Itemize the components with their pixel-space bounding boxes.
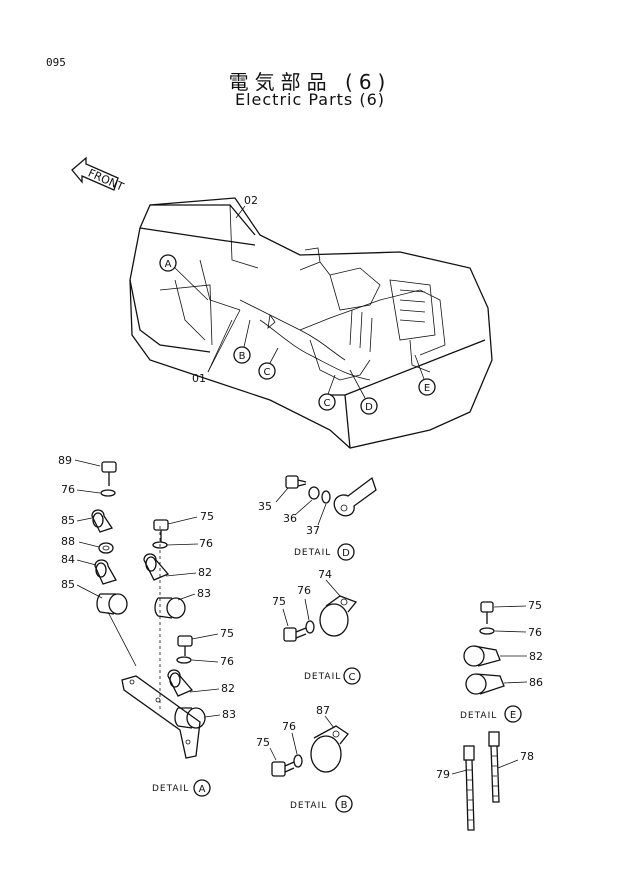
detail-b-caption: DETAIL B: [290, 795, 353, 813]
svg-text:DETAIL: DETAIL: [304, 672, 341, 682]
svg-text:E: E: [510, 710, 516, 721]
label-37: 37: [306, 524, 320, 537]
label-76e: 76: [282, 720, 296, 733]
svg-text:A: A: [199, 784, 206, 795]
detail-a-assembly: [74, 459, 221, 759]
label-36: 36: [283, 512, 297, 525]
label-76f: 76: [528, 626, 542, 639]
page-number: 095: [46, 56, 66, 69]
label-79: 79: [436, 768, 450, 781]
detail-a-caption: DETAIL A: [152, 779, 211, 797]
label-74: 74: [318, 568, 332, 581]
callout-b: B: [233, 319, 251, 364]
detail-d-assembly: [275, 475, 377, 526]
callout-d: D: [349, 369, 378, 415]
label-88: 88: [61, 535, 75, 548]
title-japanese: 電気部品 (6): [228, 70, 392, 94]
callout-a: A: [159, 254, 209, 301]
label-35: 35: [258, 500, 272, 513]
svg-text:B: B: [239, 351, 246, 362]
label-76b: 76: [199, 537, 213, 550]
label-75a: 75: [200, 510, 214, 523]
svg-text:DETAIL: DETAIL: [460, 711, 497, 721]
label-75b: 75: [220, 627, 234, 640]
callout-c2: C: [318, 374, 336, 411]
label-75e: 75: [528, 599, 542, 612]
label-75c: 75: [272, 595, 286, 608]
front-label: FRONT: [86, 166, 126, 193]
label-76d: 76: [297, 584, 311, 597]
label-84: 84: [61, 553, 75, 566]
label-85b: 85: [61, 578, 75, 591]
label-76a: 76: [61, 483, 75, 496]
svg-text:C: C: [264, 367, 271, 378]
label-83a: 83: [197, 587, 211, 600]
svg-text:E: E: [424, 383, 430, 394]
label-87: 87: [316, 704, 330, 717]
callout-e: E: [414, 354, 436, 396]
label-02: 02: [244, 194, 258, 207]
svg-text:B: B: [341, 800, 348, 811]
svg-text:DETAIL: DETAIL: [152, 784, 189, 794]
detail-c-caption: DETAIL C: [304, 667, 361, 685]
callout-c1: C: [258, 347, 279, 380]
svg-text:A: A: [165, 259, 172, 270]
svg-text:C: C: [349, 672, 356, 683]
label-83b: 83: [222, 708, 236, 721]
label-85a: 85: [61, 514, 75, 527]
svg-text:C: C: [324, 398, 331, 409]
label-86: 86: [529, 676, 543, 689]
detail-c-assembly: [282, 579, 358, 642]
label-82a: 82: [198, 566, 212, 579]
title-english: Electric Parts (6): [234, 90, 386, 109]
svg-text:DETAIL: DETAIL: [294, 548, 331, 558]
label-82c: 82: [529, 650, 543, 663]
label-78: 78: [520, 750, 534, 763]
svg-text:DETAIL: DETAIL: [290, 801, 327, 811]
front-arrow-icon: FRONT: [71, 156, 126, 194]
label-01: 01: [192, 372, 206, 385]
label-82b: 82: [221, 682, 235, 695]
detail-e-assembly: [463, 601, 528, 695]
detail-b-assembly: [269, 715, 349, 777]
machine-body: [129, 197, 493, 449]
detail-d-caption: DETAIL D: [294, 543, 355, 561]
svg-text:D: D: [365, 402, 373, 413]
label-76c: 76: [220, 655, 234, 668]
label-89: 89: [58, 454, 72, 467]
svg-text:D: D: [342, 548, 350, 559]
label-75d: 75: [256, 736, 270, 749]
detail-e-caption: DETAIL E: [460, 705, 522, 723]
cable-ties: [451, 731, 519, 831]
